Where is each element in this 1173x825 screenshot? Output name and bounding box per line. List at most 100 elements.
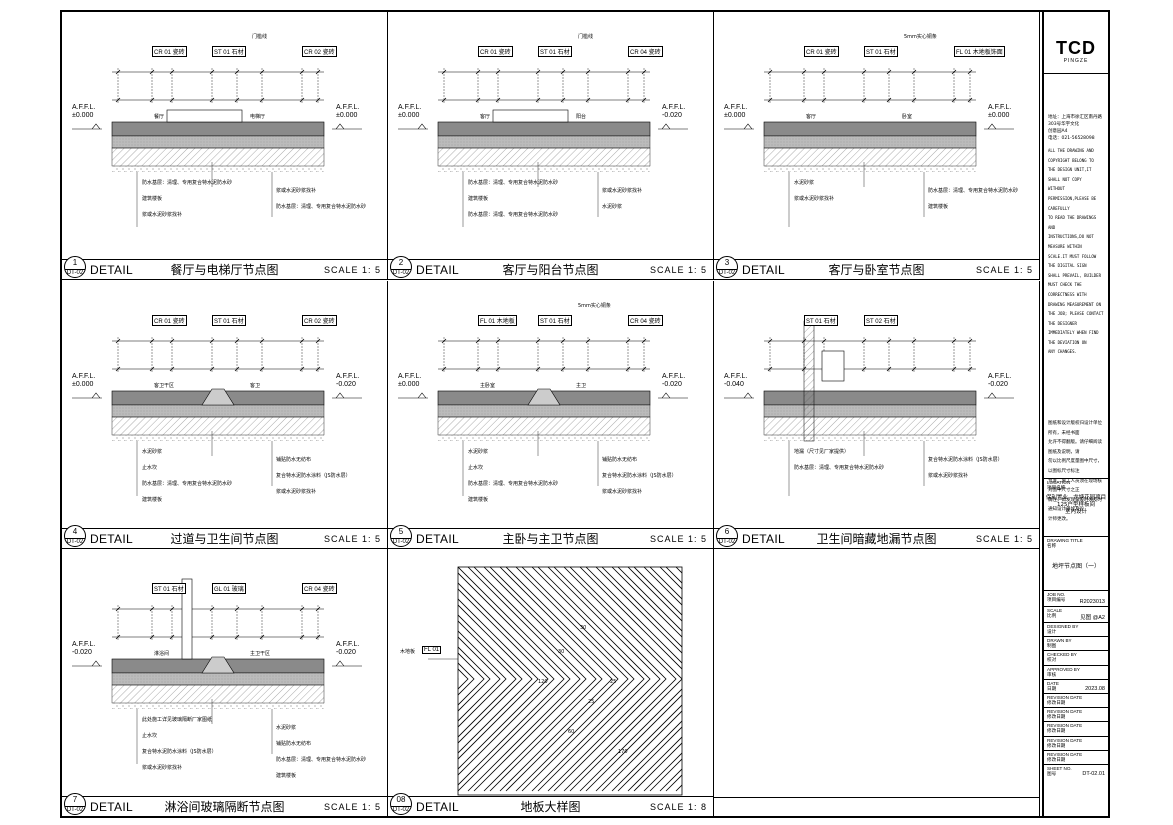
level-label: A.F.F.L. <box>72 104 96 111</box>
detail-number: 4 <box>72 526 78 536</box>
info-label-cn: 日期 <box>1047 685 1057 691</box>
info-label-cn: 制图 <box>1047 643 1057 649</box>
note-label: 水泥砂浆 <box>276 725 297 731</box>
level-value: ±0.000 <box>336 112 358 119</box>
project-line: 保利置业 · 龙塘花园项目 <box>1045 495 1107 501</box>
finish-layer <box>111 121 325 137</box>
info-label: SCALE <box>1047 608 1063 613</box>
copyright-line: SCALE.IT MUST FOLLOW THE DIGITAL SIGN <box>1048 253 1097 269</box>
title-block: TCD PINGZE 地址：上海市徐汇区南丹路303号华宇文化 创意园A4 电话… <box>1042 12 1108 816</box>
detail-title: 客厅与阳台节点图 <box>502 263 599 277</box>
note-label: 建筑楼板 <box>468 196 489 202</box>
note-label: 浆或水泥砂浆找补 <box>276 489 317 495</box>
slab-layer <box>111 684 325 704</box>
drawing-title-label-cn: 名称 <box>1047 543 1057 548</box>
note-label: 铺贴防水无纺布 <box>276 741 312 747</box>
note-label: 止水坎 <box>142 733 158 739</box>
detail-label: DETAIL <box>416 262 459 277</box>
detail-title: 地板大样图 <box>520 800 581 814</box>
finish-layer <box>437 121 651 137</box>
room-label: 阳台 <box>576 114 587 120</box>
note-label: 防水基层：清理、专用复合特水泥防水砂 <box>276 204 367 210</box>
level-label: A.F.F.L. <box>398 373 422 380</box>
copyright-line: WITHOUT PERMISSION,PLEASE BE CAREFULLY <box>1048 186 1097 211</box>
material-tag: ST 01 石材 <box>804 315 838 326</box>
slab-layer <box>437 416 651 436</box>
level-label: A.F.F.L. <box>988 104 1012 111</box>
mortar-layer <box>763 404 977 418</box>
copyright-line: INSTRUCTIONS,DO NOT MEASURE WITHIN <box>1048 234 1094 249</box>
annotation-label: 门槛线 <box>578 34 594 40</box>
detail-drawing <box>724 320 1014 496</box>
detail-label: DETAIL <box>90 799 133 814</box>
room-label: 主卫 <box>576 383 587 389</box>
location-label: LOCATION <box>1047 480 1071 485</box>
sheet-ref: DT-02 <box>65 805 85 813</box>
level-label: A.F.F.L. <box>662 373 686 380</box>
info-label: DESIGNED BY <box>1047 624 1079 629</box>
room-label: 卧室 <box>902 114 913 120</box>
info-label: REVISION DATE <box>1047 751 1083 757</box>
note-label: 浆或水泥砂浆找补 <box>602 489 643 495</box>
drawing-title: 地坪节点图（一） <box>1051 563 1100 570</box>
notice-line: 勿以比例尺度量图中尺寸，以图标尺寸标注 <box>1048 459 1102 475</box>
detail-scale: SCALE 1: 5 <box>323 264 381 275</box>
sheet-ref: DT-02 <box>65 268 85 276</box>
detail-label: DETAIL <box>90 262 133 277</box>
info-label-cn: 项目编号 <box>1047 597 1066 602</box>
room-label: 客卫干区 <box>154 383 175 389</box>
detail-drawing <box>72 68 362 227</box>
mortar-layer <box>437 135 651 149</box>
base-layer <box>764 435 976 441</box>
annotation-label: 5mm实心铜条 <box>904 34 937 40</box>
detail-title: 主卧与主卫节点图 <box>502 532 599 546</box>
empty-caption <box>714 797 1039 817</box>
base-layer <box>764 166 976 172</box>
detail-number: 08 <box>396 794 406 804</box>
info-label-cn: 比例 <box>1047 613 1057 618</box>
level-label: A.F.F.L. <box>988 373 1012 380</box>
detail-title: 淋浴间玻璃隔断节点图 <box>164 800 285 814</box>
level-value: -0.020 <box>988 381 1008 388</box>
detail-number: 6 <box>724 526 730 536</box>
detail-title: 卫生间暗藏地漏节点图 <box>816 532 937 546</box>
note-label: 建筑楼板 <box>142 497 163 503</box>
annotation-label: 门槛线 <box>252 34 268 40</box>
glass-partition <box>181 578 193 660</box>
material-tag: CR 01 瓷砖 <box>478 46 513 57</box>
sheet-ref: DT-02 <box>391 268 411 276</box>
detail-number: 7 <box>72 794 78 804</box>
level-label: A.F.F.L. <box>662 104 686 111</box>
logo-subtext: PINGZE <box>1063 58 1089 64</box>
material-tag: ST 01 石材 <box>538 46 572 57</box>
copyright-line: CORRECTNESS WITH DRAWING MEASUREMENT ON <box>1048 291 1101 307</box>
copyright-line: ANY CHANGES. <box>1048 349 1077 355</box>
note-label: 防水基层：清理、专用复合特水泥防水砂 <box>928 188 1019 194</box>
room-label: 主卫干区 <box>250 651 271 657</box>
detail-number: 1 <box>72 257 78 267</box>
room-label: 餐厅 <box>154 114 165 120</box>
address-line: 地址：上海市徐汇区南丹路303号华宇文化 <box>1048 115 1102 127</box>
note-label: 铺贴防水无纺布 <box>276 457 312 463</box>
level-label: A.F.F.L. <box>398 104 422 111</box>
info-label-cn: 校对 <box>1047 657 1057 663</box>
base-layer <box>438 166 650 172</box>
room-label: 主卧室 <box>480 383 496 389</box>
waterstop-curb <box>201 388 235 406</box>
dimension-label: 25 <box>610 679 617 685</box>
waterstop-curb <box>527 388 561 406</box>
